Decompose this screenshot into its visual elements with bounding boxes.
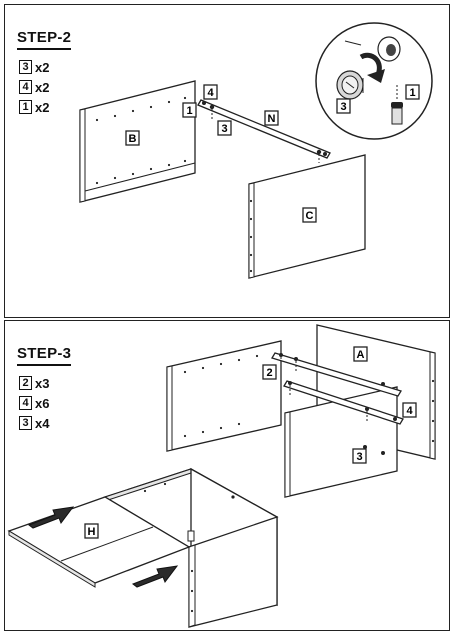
callout-part-4: 4 xyxy=(207,87,214,99)
panel-b-label: B xyxy=(129,133,137,145)
step-3-title-underline xyxy=(17,364,71,366)
upper-left-side-panel xyxy=(166,340,282,452)
detail-callout-part-3: 3 xyxy=(340,101,346,113)
parts-list-item: 4 x2 xyxy=(19,77,49,97)
part-quantity: x6 xyxy=(35,395,50,411)
callout-part-1: 1 xyxy=(186,105,192,117)
step-3-title: STEP-3 xyxy=(17,345,72,362)
parts-list-item: 2 x3 xyxy=(19,373,49,393)
parts-list-item: 3 x4 xyxy=(19,413,49,433)
step-3-diagram: A 2 4 3 H xyxy=(7,324,436,628)
step-2-parts-list: 3 x2 4 x2 1 x2 xyxy=(19,57,49,117)
part-quantity: x2 xyxy=(35,59,50,75)
callout-part-2: 2 xyxy=(266,367,272,379)
part-number-badge: 3 xyxy=(19,416,32,430)
step-3-parts-list: 2 x3 4 x6 3 x4 xyxy=(19,373,49,433)
part-number-badge: 2 xyxy=(19,376,32,390)
lower-cabinet-body xyxy=(103,467,279,628)
part-number-badge: 4 xyxy=(19,80,32,94)
panel-b: B xyxy=(79,80,196,203)
callout-part-4: 4 xyxy=(406,405,413,417)
panel-c-label: C xyxy=(306,210,314,222)
step-2-diagram: B N 4 1 3 C xyxy=(79,22,433,279)
callout-part-3: 3 xyxy=(221,123,227,135)
part-number-badge: 3 xyxy=(19,60,32,74)
callout-part-3: 3 xyxy=(356,451,362,463)
step-2-panel: STEP-2 3 x2 4 x2 1 x2 B xyxy=(4,4,450,318)
parts-list-item: 3 x2 xyxy=(19,57,49,77)
panel-h-label: H xyxy=(88,526,96,538)
part-quantity: x4 xyxy=(35,415,50,431)
detail-cam-lock-zoom: 3 1 xyxy=(315,22,433,140)
push-arrow-icon xyxy=(131,565,179,588)
part-number-badge: 4 xyxy=(19,396,32,410)
parts-list-item: 4 x6 xyxy=(19,393,49,413)
detail-callout-part-1: 1 xyxy=(409,87,415,99)
part-quantity: x3 xyxy=(35,375,50,391)
part-quantity: x2 xyxy=(35,99,50,115)
rail-n-label: N xyxy=(268,113,276,125)
push-arrow-icon xyxy=(27,506,75,529)
step-2-title: STEP-2 xyxy=(17,29,72,46)
parts-list-item: 1 x2 xyxy=(19,97,49,117)
step-2-title-underline xyxy=(17,48,71,50)
panel-a-label: A xyxy=(357,349,365,361)
rail-n: N xyxy=(197,99,331,163)
panel-c: C xyxy=(248,154,366,279)
part-quantity: x2 xyxy=(35,79,50,95)
step-3-panel: STEP-3 2 x3 4 x6 3 x4 xyxy=(4,320,450,631)
part-number-badge: 1 xyxy=(19,100,32,114)
